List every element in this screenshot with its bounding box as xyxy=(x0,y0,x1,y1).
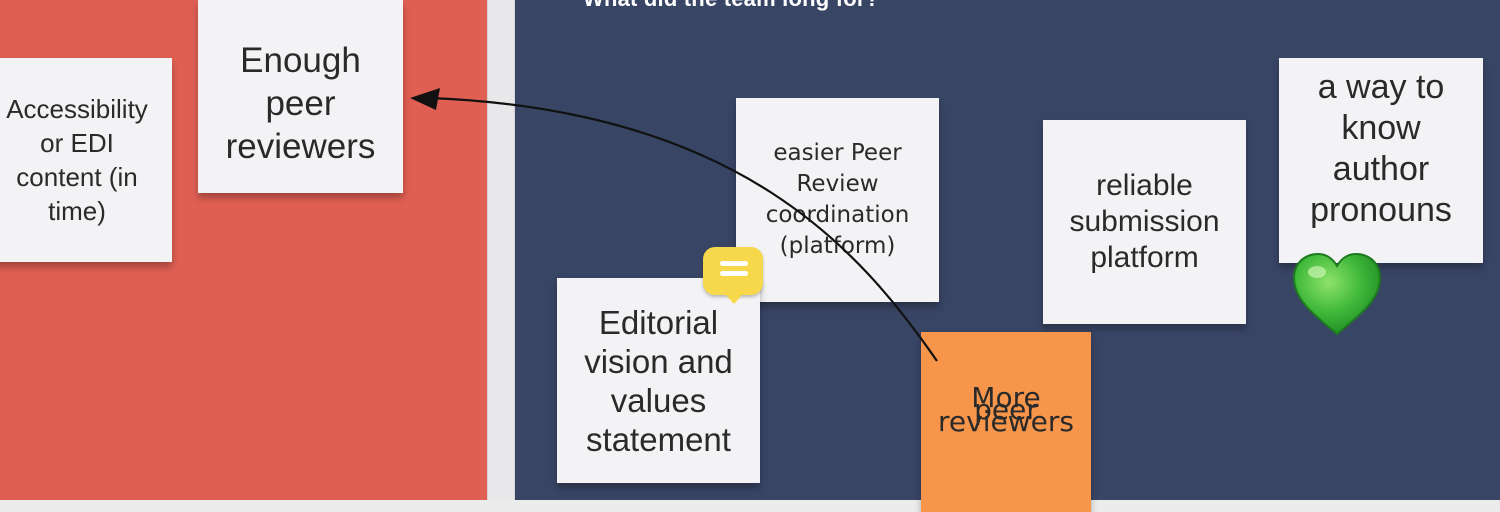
frame-divider xyxy=(487,0,515,500)
note-line: author xyxy=(1332,149,1430,188)
note-line: time) xyxy=(48,196,106,226)
comment-icon-line xyxy=(720,261,748,266)
note-line: peer xyxy=(974,393,1038,426)
note-line: Enough xyxy=(240,41,361,80)
frame-title[interactable]: What did the team long for? xyxy=(583,0,879,12)
note-line: reviewers xyxy=(938,405,1074,438)
green-heart-icon[interactable] xyxy=(1290,250,1384,338)
sticky-note-easier-peer-review[interactable]: easier Peer Review coordination (platfor… xyxy=(736,98,939,302)
note-line: Accessibility xyxy=(6,94,148,124)
sticky-note-enough-peer-reviewers[interactable]: Enough peer reviewers xyxy=(198,0,403,193)
note-line: reliable xyxy=(1096,169,1193,202)
sticky-note-accessibility[interactable]: Accessibility or EDI content (in time) xyxy=(0,58,172,262)
note-line: or EDI xyxy=(40,128,114,158)
note-line: Review xyxy=(796,171,879,197)
note-line: content (in xyxy=(16,162,138,192)
note-line: know xyxy=(1341,108,1421,147)
sticky-note-editorial-vision[interactable]: Editorial vision and values statement xyxy=(557,278,760,483)
comment-icon[interactable] xyxy=(703,247,763,304)
sticky-note-author-pronouns[interactable]: a way to know author pronouns xyxy=(1279,58,1483,263)
sticky-note-more-peer-reviewers[interactable]: More peer reviewers xyxy=(921,332,1091,512)
comment-icon-line xyxy=(720,271,748,276)
note-line: a way to xyxy=(1317,67,1445,106)
note-line: statement xyxy=(586,420,731,458)
note-line: platform xyxy=(1090,241,1199,274)
note-line: vision and xyxy=(584,342,733,380)
note-line: values xyxy=(610,381,707,419)
note-line: Editorial xyxy=(598,303,719,341)
note-line: easier Peer xyxy=(773,140,902,166)
note-line: peer xyxy=(265,84,336,123)
sticky-note-reliable-platform[interactable]: reliable submission platform xyxy=(1043,120,1246,324)
note-line: submission xyxy=(1069,205,1220,238)
note-line: coordination xyxy=(765,202,910,228)
note-line: (platform) xyxy=(779,233,896,259)
note-line: More xyxy=(971,381,1041,414)
note-line: reviewers xyxy=(225,127,376,166)
note-line: pronouns xyxy=(1310,190,1452,229)
